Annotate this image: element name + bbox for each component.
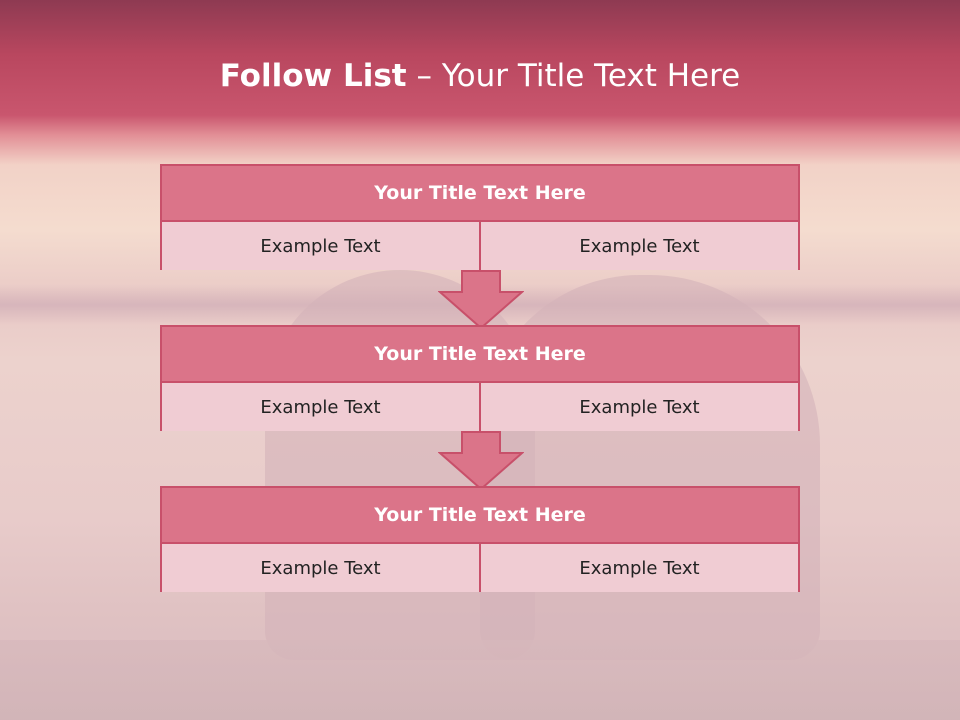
down-arrow-icon [438,431,524,491]
step-card-1: Your Title Text Here Example Text Exampl… [160,164,800,270]
step-card-2: Your Title Text Here Example Text Exampl… [160,325,800,431]
step-card-cell-left: Example Text [162,222,479,270]
dock-area [0,640,960,720]
step-card-3: Your Title Text Here Example Text Exampl… [160,486,800,592]
step-card-cell-left: Example Text [162,383,479,431]
step-card-row: Example Text Example Text [162,544,798,592]
slide-title: Follow List – Your Title Text Here [0,54,960,98]
step-card-row: Example Text Example Text [162,222,798,270]
slide-title-rest: – Your Title Text Here [406,58,741,94]
step-card-cell-left: Example Text [162,544,479,592]
step-card-row: Example Text Example Text [162,383,798,431]
step-card-title: Your Title Text Here [162,166,798,222]
step-card-cell-right: Example Text [479,222,798,270]
slide-title-bold: Follow List [219,58,407,94]
step-card-cell-right: Example Text [479,544,798,592]
down-arrow-icon [438,270,524,330]
step-card-title: Your Title Text Here [162,488,798,544]
step-card-title: Your Title Text Here [162,327,798,383]
step-card-cell-right: Example Text [479,383,798,431]
